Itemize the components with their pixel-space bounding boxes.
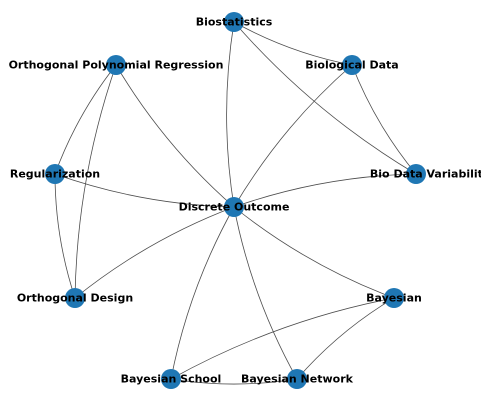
edge-opr-reg (54, 64, 117, 175)
node-bnet (287, 369, 307, 389)
edge-bdv-disc (233, 173, 417, 208)
nodes-layer (45, 12, 426, 389)
edge-reg-disc (54, 173, 235, 208)
edge-biostat-bdv (233, 21, 417, 175)
node-bschool (161, 369, 181, 389)
node-label-bdv: Bio Data Variability (370, 168, 481, 181)
edge-disc-bnet (233, 206, 298, 380)
node-reg (45, 164, 65, 184)
edge-disc-bayes (233, 206, 395, 299)
node-biodata (342, 55, 362, 75)
edge-opr-od (74, 64, 117, 299)
node-opr (106, 55, 126, 75)
edge-biodata-bdv (351, 64, 417, 175)
node-label-biodata: Biological Data (305, 59, 398, 72)
node-label-bschool: Bayesian School (121, 373, 222, 386)
node-label-opr: Orthogonal Polynomial Regression (9, 59, 224, 72)
node-biostat (224, 12, 244, 32)
node-label-bayes: Bayesian (366, 292, 422, 305)
node-label-disc: Discrete Outcome (179, 201, 290, 214)
node-od (65, 288, 85, 308)
node-label-od: Orthogonal Design (17, 292, 133, 305)
edge-bayes-bschool (170, 297, 395, 380)
edge-opr-disc (115, 64, 235, 208)
node-bdv (406, 164, 426, 184)
node-label-reg: Regularization (10, 168, 100, 181)
edge-reg-od (54, 173, 76, 299)
edge-bayes-bnet (296, 297, 395, 380)
edge-disc-od (74, 206, 235, 299)
edges-layer (54, 21, 417, 385)
node-bayes (384, 288, 404, 308)
edge-biostat-disc (226, 21, 235, 208)
edge-disc-bschool (170, 206, 235, 380)
node-disc (224, 197, 244, 217)
edge-biodata-disc (233, 64, 353, 208)
edge-biostat-biodata (233, 21, 353, 66)
node-label-biostat: Biostatistics (196, 16, 273, 29)
node-label-bnet: Bayesian Network (241, 373, 354, 386)
edge-bschool-bnet (170, 378, 298, 385)
